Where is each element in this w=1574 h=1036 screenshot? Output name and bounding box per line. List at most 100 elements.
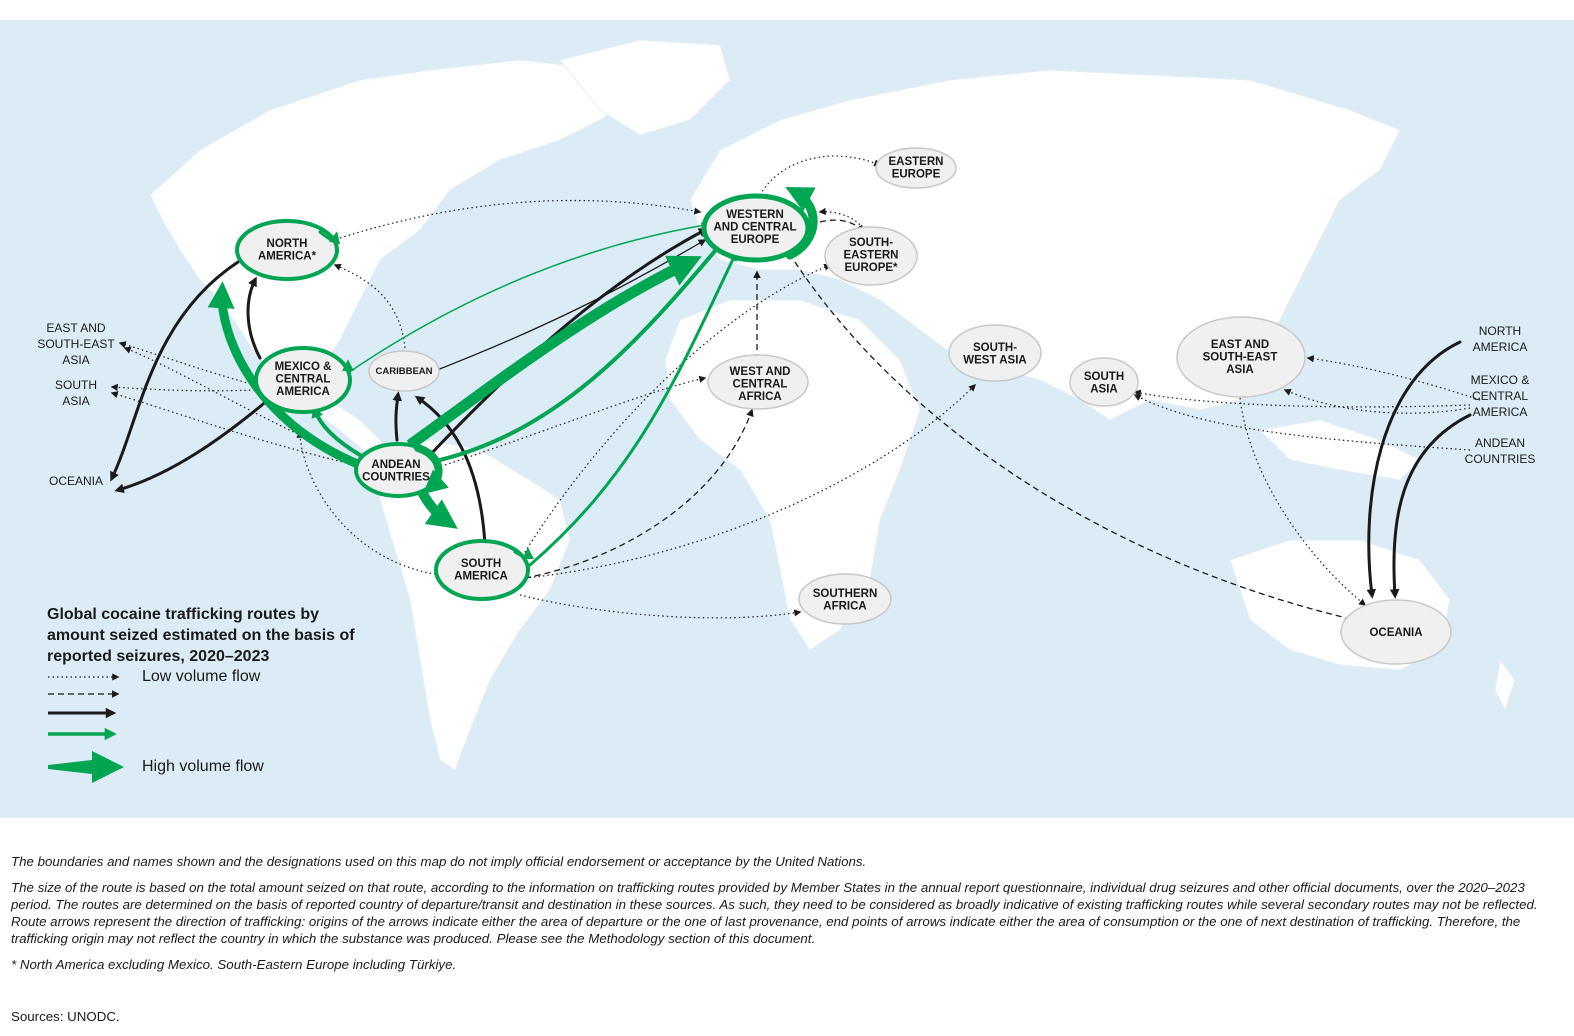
hub-loops (318, 187, 818, 560)
land-greenland (559, 39, 731, 136)
label-andean-countries-line-2: COUNTRIES (362, 472, 430, 484)
route-andean-to-wce-black (428, 228, 709, 457)
side-label-west-east-se-asia-line-2: SOUTH-EAST (37, 337, 115, 351)
label-western-central-europe-line-3: EUROPE (731, 234, 780, 246)
legend-green-thick-arrow (48, 751, 124, 783)
label-southern-africa-line-2: AFRICA (823, 601, 866, 613)
node-east-south-east-asia[interactable] (1176, 316, 1306, 398)
legend-title: Global cocaine trafficking routes by amo… (47, 604, 407, 667)
route-andean-to-mca-green (311, 405, 362, 457)
label-western-central-europe-line-2: AND CENTRAL (713, 222, 796, 234)
side-label-west-south-asia-line-1: SOUTH (55, 378, 97, 392)
note-methodology: The size of the route is based on the to… (11, 880, 1538, 946)
node-eastern-europe[interactable] (875, 147, 957, 189)
route-wce-to-oceania (794, 261, 1357, 623)
label-south-eastern-europe-line-1: SOUTH- (849, 237, 893, 249)
side-label-east-north-america: NORTH AMERICA (1473, 324, 1528, 354)
side-label-east-mexico-line-3: AMERICA (1473, 405, 1528, 419)
label-west-central-africa-line-3: AFRICA (738, 391, 781, 403)
label-south-america-line-1: SOUTH (461, 558, 501, 570)
label-eastern-europe-line-2: EUROPE (892, 169, 941, 181)
route-caribbean-to-na (333, 263, 406, 349)
legend-low-label: Low volume flow (142, 668, 261, 685)
loop-wce (785, 187, 818, 260)
node-south-america[interactable] (434, 539, 530, 601)
route-sa-to-see (519, 263, 832, 561)
land-se-asia-islands (1258, 419, 1421, 481)
route-sa-to-wce (528, 251, 737, 567)
legend-title-line-1: Global cocaine trafficking routes by (47, 606, 320, 623)
sources-line: Sources: UNODC. (11, 1009, 120, 1024)
route-see-to-wce (818, 207, 866, 233)
route-wce-to-ee (759, 155, 882, 196)
route-east-mex-to-south-asia (1133, 389, 1471, 408)
legend-swatches (48, 673, 124, 783)
label-north-america-line-2: AMERICA* (258, 251, 317, 263)
note-footnote: * North America excluding Mexico. South-… (11, 957, 457, 972)
map-notes: The boundaries and names shown and the d… (11, 853, 1566, 982)
route-sa-to-caribbean (414, 395, 487, 547)
label-mexico-central-america-line-3: AMERICA (276, 386, 330, 398)
loop-andean (414, 444, 449, 495)
label-south-eastern-europe-line-3: EUROPE* (844, 262, 898, 274)
label-caribbean-line-1: CARIBBEAN (376, 366, 433, 377)
node-caribbean[interactable] (368, 350, 440, 392)
side-label-east-north-america-line-2: AMERICA (1473, 340, 1528, 354)
label-mexico-central-america-line-1: MEXICO & (275, 361, 332, 373)
label-north-america-line-1: NORTH (267, 238, 308, 250)
label-south-west-asia: SOUTH-WEST ASIA (963, 342, 1026, 367)
route-east-asia-to-oceania (1239, 397, 1367, 606)
route-sa-to-mca (296, 430, 441, 576)
label-oceania-line-1: OCEANIA (1369, 627, 1422, 639)
legend-high-label: High volume flow (142, 758, 264, 775)
route-mca-to-wce (344, 222, 708, 376)
loop-south-america (513, 547, 534, 560)
route-mca-to-na-black (246, 276, 262, 360)
region-nodes (235, 147, 1452, 665)
side-label-west-oceania: OCEANIA (49, 474, 103, 488)
label-south-asia-line-1: SOUTH (1084, 371, 1124, 383)
route-east-na-to-east-asia (1306, 355, 1481, 401)
label-south-asia-line-2: ASIA (1090, 384, 1117, 396)
route-andean-to-wca (444, 375, 707, 466)
label-eastern-europe-line-1: EASTERN (889, 156, 944, 168)
node-south-west-asia[interactable] (948, 324, 1042, 382)
route-mca-to-oceania (114, 398, 270, 494)
label-western-central-europe-line-1: WESTERN (726, 209, 784, 221)
side-label-east-mexico-line-1: MEXICO & (1471, 373, 1530, 387)
route-andean-to-west-easia (123, 346, 356, 461)
node-south-eastern-europe[interactable] (824, 226, 918, 286)
note-boundaries: The boundaries and names shown and the d… (11, 854, 867, 869)
node-west-central-africa[interactable] (707, 354, 809, 410)
node-southern-africa[interactable] (798, 573, 892, 625)
node-north-america[interactable] (235, 219, 339, 281)
node-south-asia[interactable] (1069, 357, 1139, 407)
label-andean-countries-line-1: ANDEAN (371, 459, 420, 471)
label-south-eastern-europe-line-2: EASTERN (844, 250, 899, 262)
legend-title-line-3: reported seizures, 2020–2023 (47, 648, 270, 665)
node-mexico-central-america[interactable] (254, 346, 352, 414)
label-caribbean: CARIBBEAN (376, 366, 433, 377)
label-south-west-asia-line-1: SOUTH- (973, 342, 1017, 354)
side-label-west-oceania-line-1: OCEANIA (49, 474, 103, 488)
side-label-west-east-se-asia-line-1: EAST AND (46, 321, 105, 335)
loop-mexico (338, 358, 354, 372)
label-south-west-asia-line-2: WEST ASIA (963, 355, 1026, 367)
land-new-zealand (1494, 658, 1516, 712)
label-east-south-east-asia-line-2: SOUTH-EAST (1203, 352, 1278, 364)
label-southern-africa-line-1: SOUTHERN (813, 588, 878, 600)
route-sa-to-swasia (524, 383, 977, 579)
side-label-east-north-america-line-1: NORTH (1479, 324, 1521, 338)
node-oceania[interactable] (1340, 599, 1452, 665)
legend-title-line-2: amount seized estimated on the basis of (47, 627, 355, 644)
side-label-east-andean-line-2: COUNTRIES (1465, 452, 1536, 466)
route-mca-to-west-easia (118, 341, 256, 386)
route-andean-to-na-thick (207, 281, 362, 470)
